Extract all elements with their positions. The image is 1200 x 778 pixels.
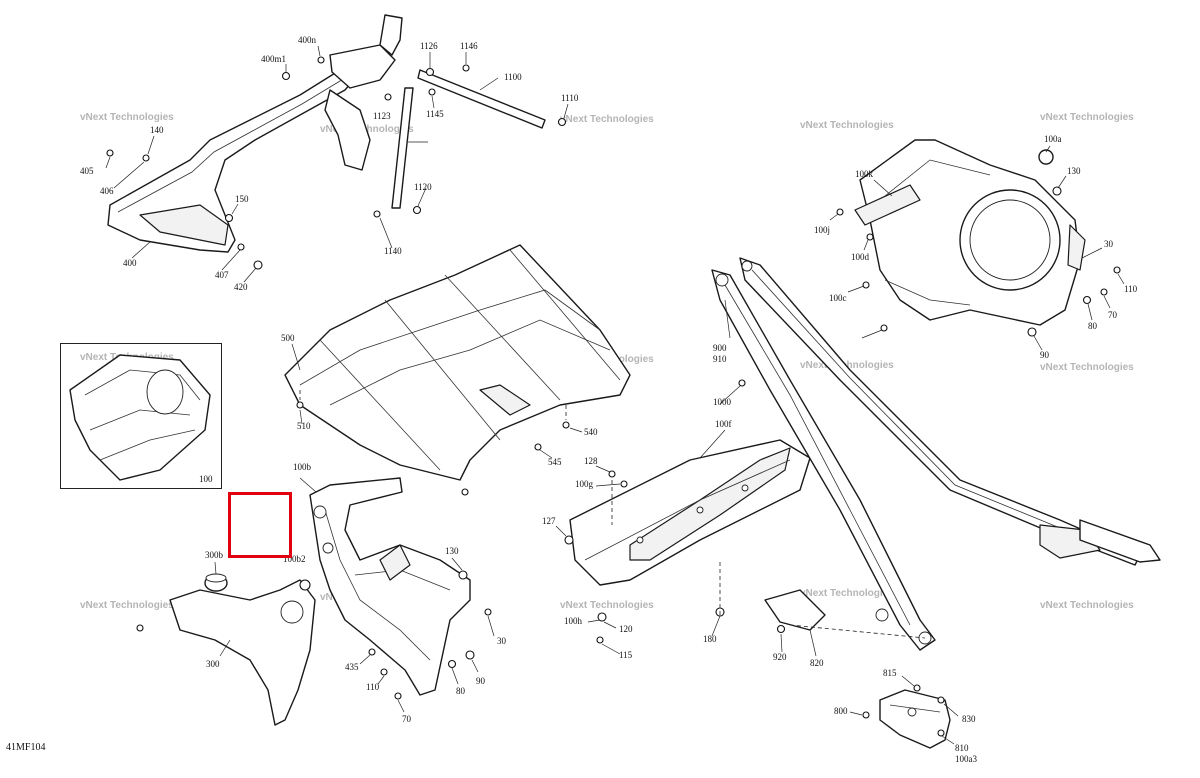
watermark: vNext Technologies — [80, 600, 174, 611]
callout: 820 — [810, 658, 824, 668]
watermark: vNext Technologies — [800, 360, 894, 371]
callout: 90 — [476, 676, 486, 686]
callout: 510 — [297, 421, 311, 431]
callout: 1000 — [713, 397, 732, 407]
callout: 400n — [298, 35, 317, 45]
watermark: vNext Technologies — [1040, 112, 1134, 123]
inset-frame-detail — [69, 354, 211, 481]
callout: 140 — [150, 125, 164, 135]
callout: 500 — [281, 333, 295, 343]
watermark: vNext Technologies — [560, 114, 654, 125]
callout: 815 — [883, 668, 897, 678]
callout: 128 — [584, 456, 598, 466]
callout: 1146 — [460, 41, 478, 51]
callout: 830 — [962, 714, 976, 724]
callout: 100b — [293, 462, 312, 472]
callout: 100c — [829, 293, 847, 303]
watermark: vNext Technologies — [80, 112, 174, 123]
leader-lines-roof — [291, 343, 583, 459]
callout: 406 — [100, 186, 114, 196]
callout: 130 — [1067, 166, 1081, 176]
callout: 810 — [955, 743, 969, 753]
watermark: vNext Technologies — [1040, 600, 1134, 611]
callout: 100h — [564, 616, 583, 626]
leader-lines-bottom-left — [214, 477, 495, 713]
callout: 70 — [402, 714, 412, 724]
diagram-code-label: 41MF104 — [6, 742, 46, 753]
callout: 407 — [215, 270, 229, 280]
callout: 80 — [1088, 321, 1098, 331]
front-frame-assembly — [836, 139, 1121, 337]
highlight-selection-box[interactable] — [228, 492, 292, 558]
callout: 400m1 — [261, 54, 286, 64]
leader-lines-rails — [724, 299, 817, 657]
inset-frame-border — [60, 343, 222, 489]
callout: 1110 — [561, 93, 579, 103]
callout: 115 — [619, 650, 633, 660]
callout: 1140 — [384, 246, 402, 256]
callout: 900 — [713, 343, 727, 353]
callout: 150 — [235, 194, 249, 204]
callout: 100g — [575, 479, 594, 489]
roof-panel-assembly — [284, 244, 631, 496]
callout: 130 — [445, 546, 459, 556]
callout: 545 — [548, 457, 562, 467]
callout: 100j — [814, 225, 830, 235]
callout: 910 — [713, 354, 727, 364]
callout: 300b — [205, 550, 224, 560]
callout: 80 — [456, 686, 466, 696]
callout: 300 — [206, 659, 220, 669]
callout: 1126 — [420, 41, 438, 51]
callout: 30 — [497, 636, 507, 646]
callout: 100f — [715, 419, 732, 429]
callout: 800 — [834, 706, 848, 716]
callout: 1145 — [426, 109, 444, 119]
leader-lines-bracket — [849, 675, 959, 745]
callout: 100b2 — [283, 554, 306, 564]
callout: 110 — [1124, 284, 1138, 294]
callout: 100a — [1044, 134, 1062, 144]
watermark: vNext Technologies — [1040, 362, 1134, 373]
cross-frame-assembly — [136, 477, 492, 726]
callout: 180 — [703, 634, 717, 644]
leader-lines-top-left — [105, 45, 569, 283]
callout: 540 — [584, 427, 598, 437]
callout: 920 — [773, 652, 787, 662]
callout: 420 — [234, 282, 248, 292]
callout: 405 — [80, 166, 94, 176]
callout-labels: 400m1 400n 1126 1146 1100 1110 140 405 4… — [80, 35, 1138, 764]
callout: 435 — [345, 662, 359, 672]
callout: 100k — [855, 169, 874, 179]
side-rail-assembly — [711, 257, 1161, 651]
watermark: vNext Technologies — [800, 588, 894, 599]
callout: 1100 — [504, 72, 522, 82]
callout: 1120 — [414, 182, 432, 192]
callout: 400 — [123, 258, 137, 268]
callout: 120 — [619, 624, 633, 634]
leader-lines-skid — [555, 385, 741, 655]
leader-lines-front-frame — [829, 145, 1125, 351]
bottom-bracket-assembly — [862, 684, 951, 749]
watermark: vNext Technologies — [560, 600, 654, 611]
callout: 100 — [199, 474, 213, 484]
callout: 110 — [366, 682, 380, 692]
watermark: vNext Technologies — [800, 120, 894, 131]
bumper-frame-assembly — [106, 14, 567, 270]
callout: 127 — [542, 516, 556, 526]
callout: 70 — [1108, 310, 1118, 320]
callout: 30 — [1104, 239, 1114, 249]
callout: 100a3 — [955, 754, 977, 764]
callout: 100d — [851, 252, 870, 262]
callout: 1123 — [373, 111, 391, 121]
callout: 90 — [1040, 350, 1050, 360]
skid-plate-assembly — [564, 379, 811, 644]
